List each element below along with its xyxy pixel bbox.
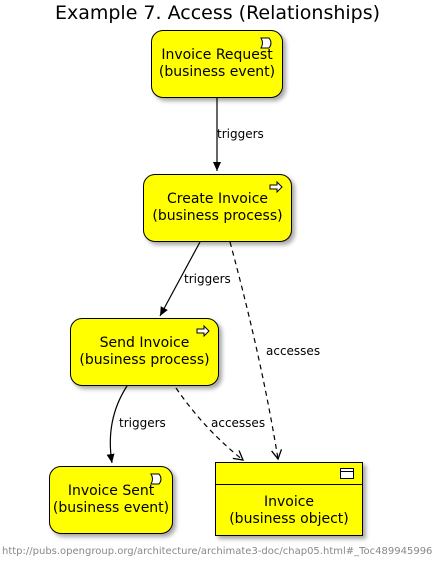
business-process-icon <box>269 181 283 193</box>
node-invoice-type: (business object) <box>229 510 349 527</box>
edge-label-triggers-2: triggers <box>184 272 231 286</box>
business-process-icon <box>196 325 210 337</box>
edge-label-accesses-1: accesses <box>266 344 321 358</box>
node-send-invoice: Send Invoice (business process) <box>70 318 219 386</box>
node-invoice-object: Invoice (business object) <box>215 462 363 536</box>
node-send-invoice-type: (business process) <box>79 352 210 368</box>
business-event-icon <box>260 37 272 49</box>
node-invoice-request-name: Invoice Request <box>161 47 273 63</box>
edge-send-to-invoice <box>175 387 245 461</box>
node-invoice-request: Invoice Request (business event) <box>151 30 283 98</box>
diagram-title: Example 7. Access (Relationships) <box>54 2 381 24</box>
edge-send-to-sent <box>106 385 128 464</box>
node-create-invoice: Create Invoice (business process) <box>143 174 292 242</box>
business-object-header <box>216 463 362 485</box>
node-invoice-sent: Invoice Sent (business event) <box>49 466 173 534</box>
edge-create-to-send <box>159 241 201 317</box>
node-invoice-sent-name: Invoice Sent <box>67 483 155 499</box>
node-invoice-request-type: (business event) <box>158 64 276 80</box>
node-invoice-name: Invoice <box>263 493 315 510</box>
node-invoice-sent-type: (business event) <box>52 500 170 516</box>
node-create-invoice-type: (business process) <box>152 208 283 224</box>
node-send-invoice-name: Send Invoice <box>99 335 190 351</box>
business-object-body: Invoice (business object) <box>216 485 362 536</box>
edge-label-triggers-3: triggers <box>119 416 166 430</box>
edge-label-triggers-1: triggers <box>217 127 264 141</box>
edge-label-accesses-2: accesses <box>211 416 266 430</box>
source-url: http://pubs.opengroup.org/architecture/a… <box>2 546 433 557</box>
edge-create-to-invoice <box>229 241 283 461</box>
business-object-icon <box>340 468 354 479</box>
business-event-icon <box>150 473 162 485</box>
node-create-invoice-name: Create Invoice <box>166 191 269 207</box>
